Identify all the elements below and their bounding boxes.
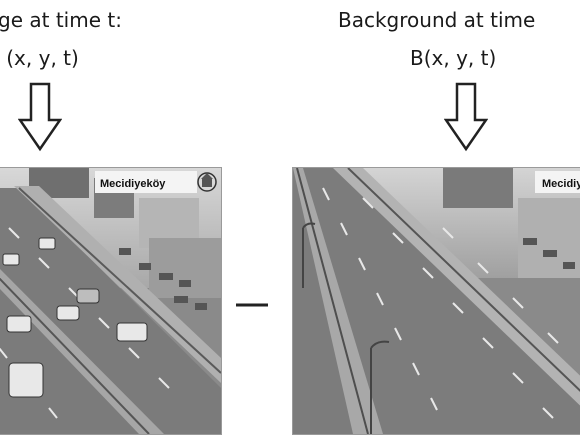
- municipality-logo-icon: [197, 172, 217, 192]
- down-arrow-icon: [444, 82, 488, 152]
- down-arrow-icon: [18, 82, 62, 152]
- background-frame-photo: Mecidiy: [292, 167, 580, 435]
- current-frame-photo: Mecidiyeköy: [0, 167, 222, 435]
- minus-operator: [236, 303, 268, 307]
- background-image-title: Background at time: [338, 8, 536, 32]
- left-photo-caption: Mecidiyeköy: [100, 178, 166, 190]
- current-image-title: ge at time t:: [0, 8, 122, 32]
- background-image-formula: B(x, y, t): [410, 46, 497, 70]
- right-photo-caption: Mecidiy: [542, 178, 580, 190]
- current-image-formula: I (x, y, t): [0, 46, 79, 70]
